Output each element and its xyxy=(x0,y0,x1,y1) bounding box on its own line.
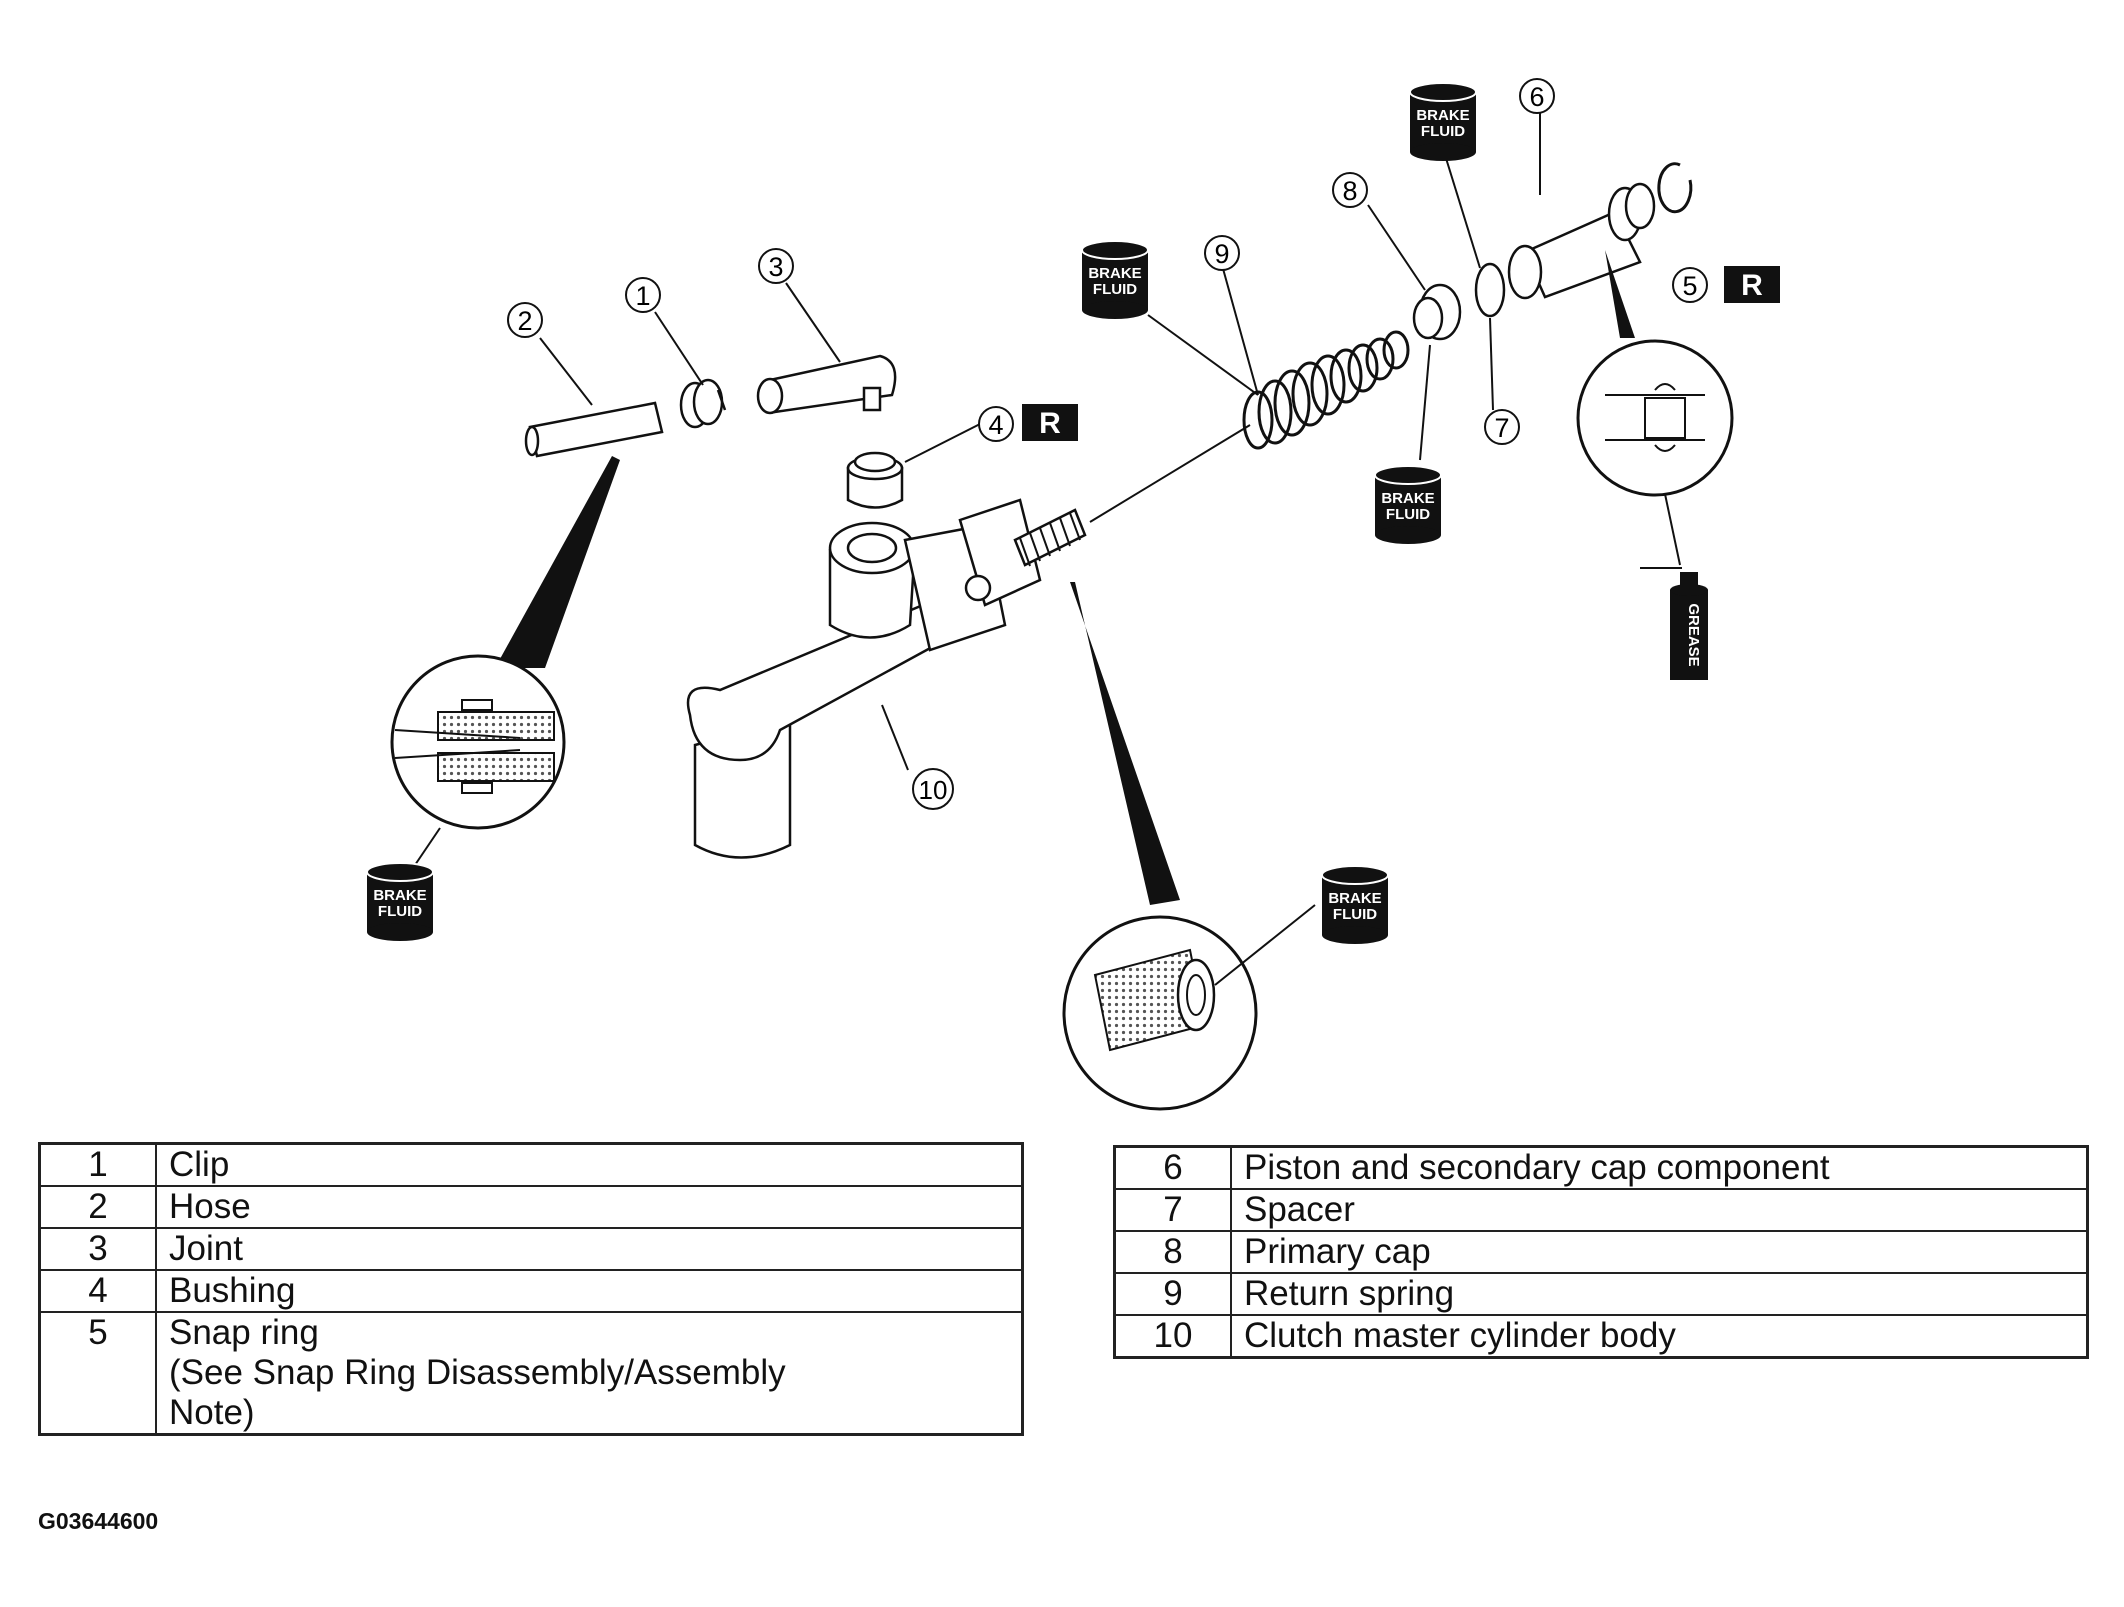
svg-text:BRAKE: BRAKE xyxy=(1328,890,1381,907)
primary-cap xyxy=(1412,283,1462,341)
replace-badge-5: R xyxy=(1724,266,1780,303)
part-name: Bushing xyxy=(155,1269,1024,1313)
grease-icon: GREASE xyxy=(1640,567,1708,680)
callout-1: 1 xyxy=(625,277,661,313)
callout-4: 4 xyxy=(978,406,1014,442)
callout-3: 3 xyxy=(758,248,794,284)
svg-text:4: 4 xyxy=(988,410,1003,440)
part-name: Clutch master cylinder body xyxy=(1230,1314,2089,1359)
svg-text:FLUID: FLUID xyxy=(1093,281,1137,298)
callout-6: 6 xyxy=(1519,78,1555,114)
svg-text:FLUID: FLUID xyxy=(378,903,422,920)
callout-10: 10 xyxy=(912,768,954,810)
svg-text:3: 3 xyxy=(768,252,783,282)
part-name: Return spring xyxy=(1230,1272,2089,1316)
svg-text:7: 7 xyxy=(1494,413,1509,443)
brake-fluid-icon: BRAKE FLUID xyxy=(1321,865,1389,945)
cylinder-body xyxy=(686,498,1087,859)
exploded-view-diagram: 1 2 3 4 5 6 7 8 9 10 R R xyxy=(366,78,1780,1111)
callout-2: 2 xyxy=(507,302,543,338)
part-number: 2 xyxy=(38,1185,157,1229)
svg-text:5: 5 xyxy=(1682,271,1697,301)
hose xyxy=(524,401,664,458)
piston xyxy=(1507,182,1656,300)
part-number: 10 xyxy=(1113,1314,1232,1359)
hose-detail-magnifier xyxy=(390,456,620,866)
replace-badge-4: R xyxy=(1022,404,1078,441)
part-number: 9 xyxy=(1113,1272,1232,1316)
callout-8: 8 xyxy=(1332,172,1368,208)
svg-text:FLUID: FLUID xyxy=(1421,123,1465,140)
svg-text:10: 10 xyxy=(919,775,948,805)
joint xyxy=(756,354,897,415)
brake-fluid-icon: BRAKE FLUID xyxy=(1081,240,1149,320)
part-name: Clip xyxy=(155,1142,1024,1187)
brake-fluid-icon: BRAKE FLUID xyxy=(1409,82,1477,162)
svg-text:1: 1 xyxy=(635,281,650,311)
svg-text:FLUID: FLUID xyxy=(1333,906,1377,923)
part-name: Spacer xyxy=(1230,1188,2089,1232)
svg-text:6: 6 xyxy=(1529,82,1544,112)
part-number: 1 xyxy=(38,1142,157,1187)
brake-fluid-icon: BRAKE FLUID xyxy=(1374,465,1442,545)
clip xyxy=(679,378,727,429)
part-name: Snap ring (See Snap Ring Disassembly/Ass… xyxy=(155,1311,1024,1436)
part-number: 4 xyxy=(38,1269,157,1313)
part-number: 7 xyxy=(1113,1188,1232,1232)
part-name: Joint xyxy=(155,1227,1024,1271)
svg-text:BRAKE: BRAKE xyxy=(1381,490,1434,507)
svg-text:BRAKE: BRAKE xyxy=(1088,265,1141,282)
part-number: 6 xyxy=(1113,1145,1232,1190)
part-name: Primary cap xyxy=(1230,1230,2089,1274)
svg-text:BRAKE: BRAKE xyxy=(1416,107,1469,124)
spacer xyxy=(1474,262,1506,318)
svg-text:GREASE: GREASE xyxy=(1685,603,1702,666)
callout-5: 5 xyxy=(1672,267,1708,303)
callout-7: 7 xyxy=(1484,409,1520,445)
svg-text:2: 2 xyxy=(517,306,532,336)
piston-detail-magnifier xyxy=(1576,250,1734,566)
svg-text:R: R xyxy=(1039,407,1061,440)
snap-ring xyxy=(1657,162,1693,214)
bushing xyxy=(846,451,904,509)
pushrod-detail-magnifier xyxy=(1062,582,1316,1111)
part-number: 3 xyxy=(38,1227,157,1271)
svg-text:8: 8 xyxy=(1342,176,1357,206)
leader-lines xyxy=(539,105,1541,771)
pushrod-threads xyxy=(1019,512,1081,567)
svg-text:R: R xyxy=(1741,269,1763,302)
return-spring xyxy=(1242,330,1410,450)
figure-code: G03644600 xyxy=(38,1508,159,1534)
svg-text:BRAKE: BRAKE xyxy=(373,887,426,904)
brake-fluid-icon: BRAKE FLUID xyxy=(366,862,434,942)
part-name: Piston and secondary cap component xyxy=(1230,1145,2089,1190)
svg-text:FLUID: FLUID xyxy=(1386,506,1430,523)
svg-text:9: 9 xyxy=(1214,239,1229,269)
part-number: 8 xyxy=(1113,1230,1232,1274)
part-name: Hose xyxy=(155,1185,1024,1229)
part-number: 5 xyxy=(38,1311,157,1436)
callout-9: 9 xyxy=(1204,235,1240,271)
